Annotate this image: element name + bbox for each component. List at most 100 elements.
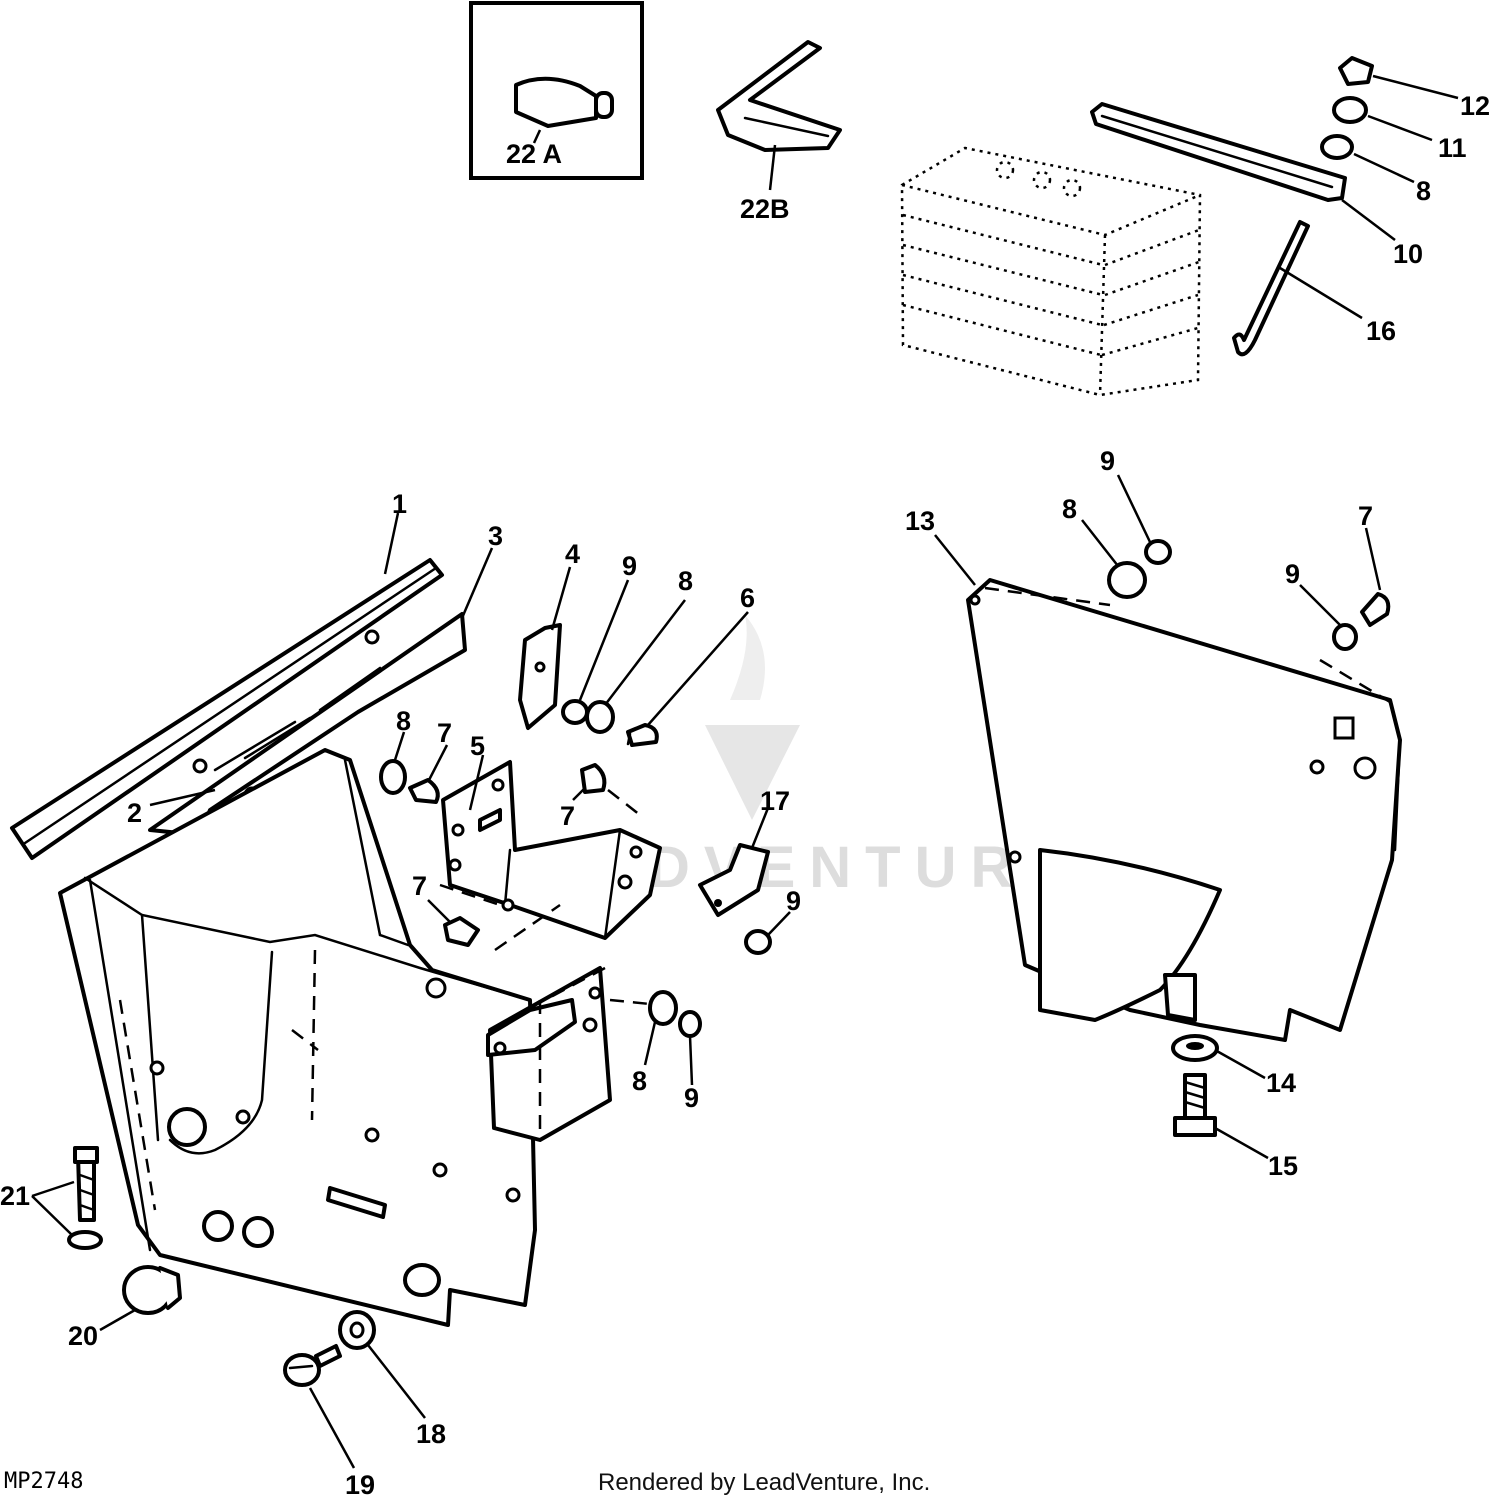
part-19-screw-shank (314, 1344, 342, 1368)
callout-7: 7 (437, 718, 452, 748)
callout-5: 5 (470, 731, 485, 761)
callout-6: 6 (740, 583, 755, 613)
part-22b (716, 40, 842, 191)
leader-10 (1341, 199, 1396, 241)
part-1-hole (364, 629, 380, 645)
main-panel-side-edge (88, 878, 160, 1252)
leaders-14-15 (1214, 1048, 1269, 1160)
main-panel-round-hole (242, 1216, 274, 1248)
leader-13 (934, 534, 976, 586)
callout-2: 2 (127, 798, 142, 828)
callout-15: 15 (1268, 1151, 1298, 1181)
part-17-clip (698, 807, 791, 955)
side-bracket (488, 966, 612, 1142)
part-1-strip (10, 512, 444, 860)
part-13-hole (969, 594, 981, 606)
part-17-hole (714, 899, 722, 907)
callout-1: 1 (392, 489, 407, 519)
callout-13: 13 (905, 506, 935, 536)
part-13-hole (1008, 850, 1022, 864)
callout-8: 8 (1416, 176, 1431, 206)
side-bracket-hole (588, 986, 602, 1000)
part-13-cutout (1038, 848, 1222, 1022)
part-13-hole (1353, 756, 1377, 780)
part-5-hole (451, 823, 465, 837)
part-22a-nipple (594, 91, 614, 119)
leaders-8-9-right (643, 1021, 694, 1086)
part-11-lockwasher (1332, 96, 1368, 124)
side-bracket-hidden (538, 966, 661, 1135)
part-10-holddown (1090, 102, 1396, 241)
part-9-nut-upper (561, 699, 589, 725)
battery-edges (901, 183, 1201, 396)
callout-14: 14 (1266, 1068, 1296, 1098)
part-7-bolt-center (580, 763, 607, 794)
callout-7: 7 (560, 801, 575, 831)
part-9-nut-r13a (1144, 539, 1172, 565)
part-5-hole (629, 845, 643, 859)
main-panel-hidden-lines (118, 949, 319, 1211)
callout-22a: 22 A (506, 139, 562, 169)
main-panel-hole (364, 1127, 380, 1143)
part-1-edge (23, 566, 438, 845)
leader-7-lower (427, 899, 451, 923)
part-13-hidden (984, 586, 1396, 707)
part-6-bolt-head (626, 723, 659, 747)
callout-8: 8 (396, 706, 411, 736)
part-3-slots (213, 666, 382, 772)
part-5-hole (491, 778, 505, 792)
side-bracket-hole (493, 1041, 507, 1055)
callout-10: 10 (1393, 239, 1423, 269)
leader-9-clip (767, 911, 791, 936)
watermark-logo-icon (705, 725, 800, 820)
battery-terminal-icon (995, 160, 1015, 180)
part-15-head (1173, 1116, 1217, 1137)
leaders-9-7-r13 (1299, 527, 1382, 626)
part-13-edge (1388, 698, 1402, 852)
callout-17: 17 (760, 786, 790, 816)
part-5-bracket (439, 754, 662, 952)
part-21-thread (78, 1173, 96, 1212)
callout-8: 8 (1062, 494, 1077, 524)
leaders-8-7-left (393, 731, 449, 783)
diagram-id: MP2748 (4, 1469, 83, 1494)
part-18-washer-hole (349, 1321, 365, 1339)
part-21-washer (67, 1230, 103, 1250)
part-1-hole (192, 758, 208, 774)
callout-18: 18 (416, 1419, 446, 1449)
callout-3: 3 (488, 521, 503, 551)
callout-9: 9 (684, 1083, 699, 1113)
part-13-square-hole (1333, 716, 1355, 740)
main-panel-slot (326, 1186, 387, 1219)
part-5-hole (617, 874, 633, 890)
part-13-tab (1163, 973, 1197, 1022)
leader-22b (768, 144, 777, 191)
part-8-washer-right (648, 990, 678, 1026)
part-20-plug-rim (158, 1266, 182, 1310)
battery-cap-icon (1062, 178, 1082, 198)
part-22a-cap (514, 76, 598, 128)
part-7-bolt-lower (443, 916, 480, 947)
callout-4: 4 (565, 539, 580, 569)
part-4-body (518, 623, 562, 730)
main-panel-inner-edge (343, 758, 410, 947)
main-panel-hole (149, 1060, 165, 1076)
leader-16 (1279, 266, 1363, 320)
callout-labels: 1 2 3 4 5 6 7 7 7 7 8 8 8 8 9 9 9 9 9 10… (0, 91, 1490, 1500)
part-4-bracket (518, 566, 572, 730)
part-10-slot (1100, 114, 1334, 189)
credit-line: Rendered by LeadVenture, Inc. (598, 1469, 930, 1496)
lower-hardware (31, 1146, 426, 1469)
callout-20: 20 (68, 1321, 98, 1351)
part-7-bolt-r13 (1360, 592, 1391, 627)
part-12-wingnut (1338, 56, 1374, 86)
main-panel-hole (432, 1162, 448, 1178)
watermark-flame-icon (730, 615, 765, 700)
leader-4 (550, 566, 572, 631)
callout-21: 21 (0, 1181, 30, 1211)
leaders-8-9-r13 (1081, 474, 1152, 567)
part-15-thread (1183, 1080, 1207, 1110)
parts-14-15 (1171, 1034, 1269, 1160)
leader-1 (383, 512, 400, 575)
